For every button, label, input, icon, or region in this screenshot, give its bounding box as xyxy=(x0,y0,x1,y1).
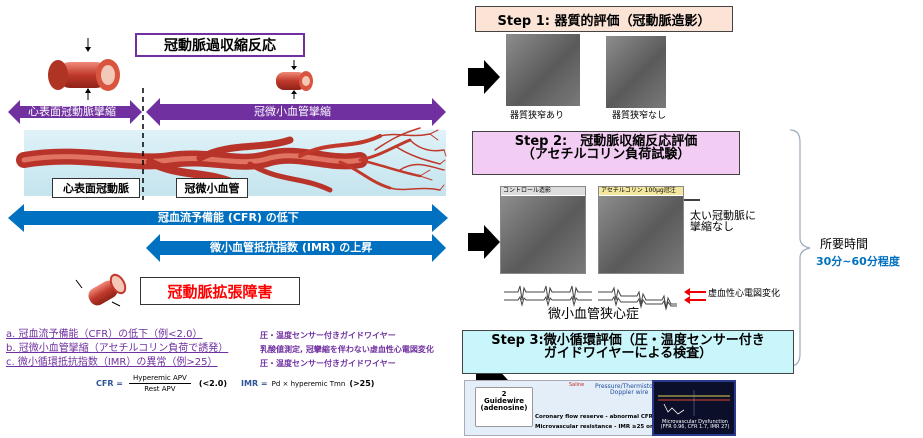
step3-title-line1: Step 3:微小循環評価（圧・温度センサー付き xyxy=(491,333,765,348)
imr-label: 微小血管抵抗指数 (IMR) の上昇 xyxy=(210,241,373,254)
control-image xyxy=(501,196,585,273)
angiogram-no-stenosis xyxy=(606,36,666,108)
ecg-red-arrows xyxy=(684,288,706,304)
control-label: コントロール造影 xyxy=(501,187,585,195)
page-title-text: 冠動脈過収縮反応 xyxy=(164,38,276,54)
spasm-note: 太い冠動脈に 攣縮なし xyxy=(690,210,756,232)
criteria-a-note: 圧・温度センサー付きガイドワイヤー xyxy=(260,331,396,340)
ecg-note: 虚血性心電図変化 xyxy=(708,289,781,299)
criteria-b: b. 冠微小血管攣縮（アセチルコリン負荷で誘発） xyxy=(6,343,229,354)
cfr-formula-den: Rest APV xyxy=(144,385,176,393)
imr-formula-expr: Pd × hyperemic Tmn xyxy=(271,379,346,388)
duration-brace xyxy=(789,129,811,367)
small-vessel-icon xyxy=(276,60,313,99)
dilation-title-text: 冠動脈拡張障害 xyxy=(167,282,273,301)
page-title: 冠動脈過収縮反応 xyxy=(135,33,305,57)
guidewire-num: 2 xyxy=(501,390,507,398)
epicardial-spasm-arrow xyxy=(8,100,142,124)
cfr-formula-cond: (<2.0) xyxy=(198,379,227,388)
diagnosis-label: 微小血管狭心症 xyxy=(548,307,640,322)
flow-arrow-2 xyxy=(468,225,500,259)
cfr-formula-num: Hyperemic APV xyxy=(128,375,191,384)
criteria-c: c. 微小循環抵抗指数（IMR）の異常（例>25） xyxy=(6,357,218,368)
saline-label: Saline xyxy=(569,382,585,388)
pressure-label-line1: Pressure/Thermistor or xyxy=(595,383,664,390)
imr-formula-cond: (>25) xyxy=(349,379,375,388)
imr-formula-lhs: IMR = xyxy=(241,379,268,388)
cfr-formula-lhs: CFR = xyxy=(96,379,123,388)
cfr-result: Coronary flow reserve - abnormal CFR ≤2.… xyxy=(535,414,670,420)
criteria-list: a. 冠血流予備能（CFR）の低下（例<2.0） 圧・温度センサー付きガイドワイ… xyxy=(6,327,466,368)
step3-title: Step 3:微小循環評価（圧・温度センサー付き ガイドワイヤーによる検査） xyxy=(462,330,794,374)
duration-label: 所要時間 xyxy=(820,237,869,251)
spasm-note-line2: 攣縮なし xyxy=(690,220,734,233)
micro-vessel-text: 冠微小血管 xyxy=(184,182,240,195)
flow-arrow-1 xyxy=(468,60,500,94)
monitor-traces xyxy=(658,390,730,416)
micro-spasm-label: 冠微小血管攣縮 xyxy=(254,105,331,118)
large-vessel-icon xyxy=(48,38,120,100)
monitor-caption-line1: Microvascular Dysfunction xyxy=(662,419,728,425)
spasm-note-line1: 太い冠動脈に xyxy=(690,209,756,222)
step1-caption-left: 器質狭窄あり xyxy=(510,111,565,121)
epicardial-artery-box: 心表面冠動脈 xyxy=(52,178,140,198)
step1-caption-right: 器質狭窄なし xyxy=(612,111,667,121)
imr-result: Microvascular resistance - IMR ≥25 or HM… xyxy=(535,424,686,430)
step2-title-line1: Step 2: 冠動脈収縮反応評価 xyxy=(514,134,698,149)
duration-value: 30分~60分程度 xyxy=(816,255,900,268)
cfr-arrow xyxy=(8,204,448,232)
step1-title: Step 1: 器質的評価（冠動脈造影） xyxy=(475,6,733,32)
guidewire-box: 2 Guidewire (adenosine) xyxy=(475,387,533,427)
dilation-title-box: 冠動脈拡張障害 xyxy=(140,277,300,305)
guidewire-agent: (adenosine) xyxy=(480,404,528,412)
criteria-c-note: 圧・温度センサー付きガイドワイヤー xyxy=(260,359,396,368)
step2-title-line2: （アセチルコリン負荷試験） xyxy=(521,147,691,162)
epicardial-spasm-label: 心表面冠動脈攣縮 xyxy=(28,105,116,118)
angiogram-stenosis xyxy=(506,34,580,106)
ecg-strips xyxy=(504,285,677,311)
ach-angiogram: アセチルコリン 100μg冠注 xyxy=(598,186,684,274)
ach-label: アセチルコリン 100μg冠注 xyxy=(599,187,683,195)
pressure-label-line2: Doppler wire xyxy=(610,389,649,396)
monitor-caption-line2: (FFR 0.96, CFR 1.7, IMR 27) xyxy=(660,424,730,430)
guidewire-word: Guidewire xyxy=(484,397,524,405)
imr-arrow xyxy=(146,234,446,262)
micro-spasm-arrow xyxy=(146,98,446,126)
cfr-formula: CFR = Hyperemic APV Rest APV (<2.0) IMR … xyxy=(96,372,374,396)
criteria-b-note: 乳酸値測定, 冠攣縮を伴わない虚血性心電図変化 xyxy=(260,345,434,354)
monitor-caption: Microvascular Dysfunction (FFR 0.96, CFR… xyxy=(656,420,734,430)
dilated-vessel-icon xyxy=(75,273,127,307)
epicardial-artery-text: 心表面冠動脈 xyxy=(63,182,129,195)
step3-title-line2: ガイドワイヤーによる検査） xyxy=(543,346,713,361)
cfr-label: 冠血流予備能 (CFR) の低下 xyxy=(158,211,299,224)
control-angiogram: コントロール造影 xyxy=(500,186,586,274)
step1-title-text: Step 1: 器質的評価（冠動脈造影） xyxy=(497,13,711,29)
ach-image xyxy=(599,196,683,273)
step2-title: Step 2: 冠動脈収縮反応評価 （アセチルコリン負荷試験） xyxy=(472,131,740,175)
pressure-label: Pressure/Thermistor or Doppler wire xyxy=(595,384,663,396)
pressure-monitor: Microvascular Dysfunction (FFR 0.96, CFR… xyxy=(652,380,736,436)
criteria-a: a. 冠血流予備能（CFR）の低下（例<2.0） xyxy=(6,329,203,340)
micro-vessel-box: 冠微小血管 xyxy=(176,178,248,198)
